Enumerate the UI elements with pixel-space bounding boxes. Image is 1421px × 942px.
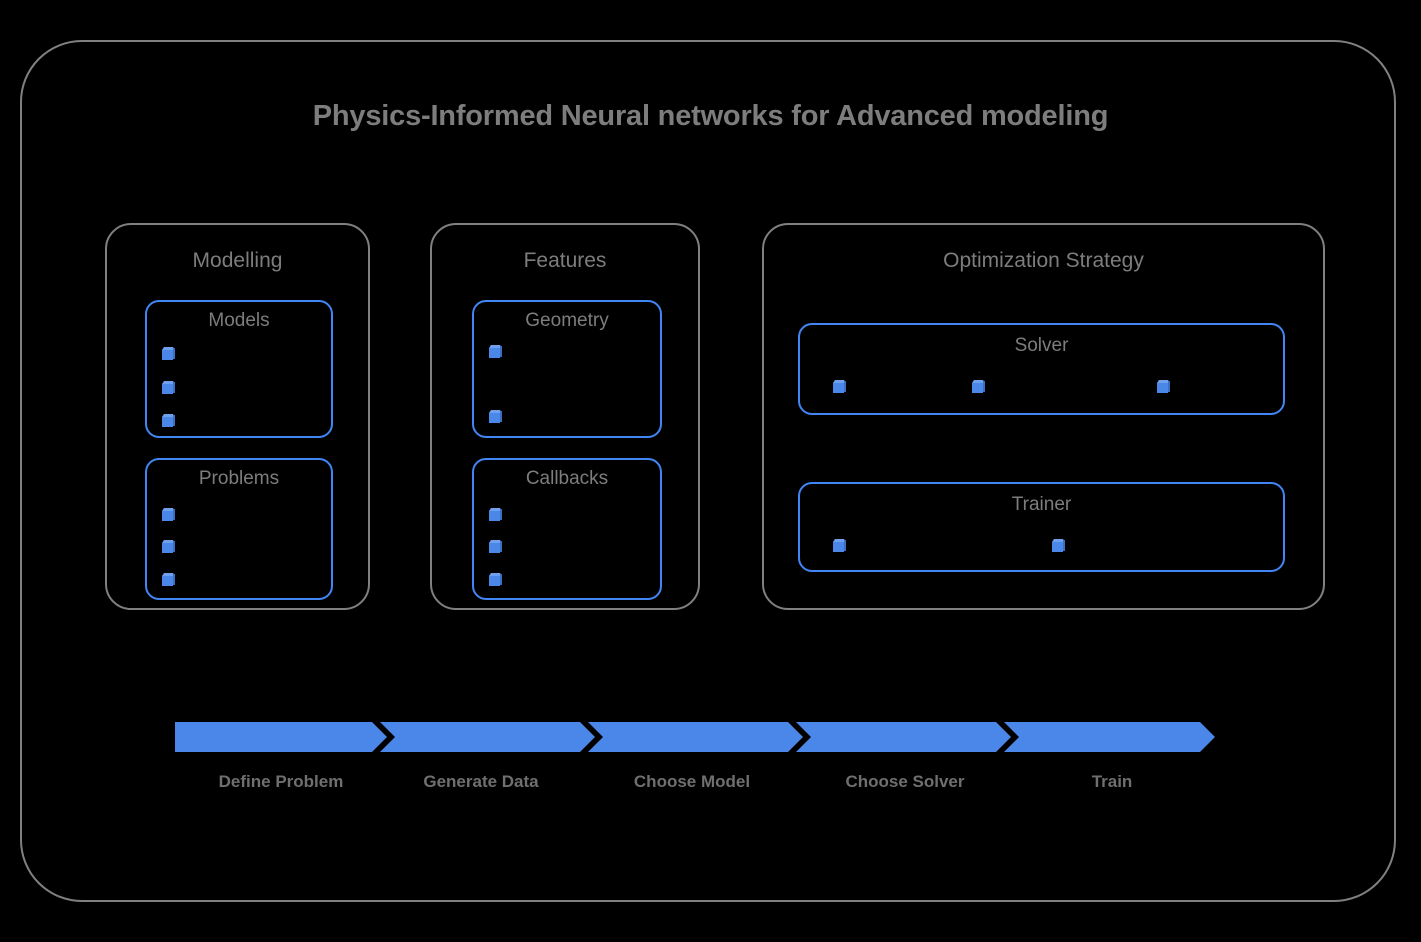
pipeline-arrow-4[interactable]	[796, 722, 1011, 752]
blue-box-title-geometry: Geometry	[525, 310, 609, 331]
group-title-optimization-strategy: Optimization Strategy	[943, 249, 1144, 272]
bullet-cube-icon	[489, 508, 502, 521]
pipeline-arrow-5[interactable]	[1004, 722, 1215, 752]
group-title-features: Features	[523, 249, 607, 272]
bullet-cube-icon	[833, 539, 846, 552]
blue-box-title-trainer: Trainer	[1011, 494, 1072, 515]
blue-box-models[interactable]: Models	[145, 300, 333, 438]
blue-box-problems[interactable]: Problems	[145, 458, 333, 600]
blue-box-geometry[interactable]: Geometry	[472, 300, 662, 438]
bullet-cube-icon	[489, 345, 502, 358]
pipeline-label-choose-model: Choose Model	[633, 772, 751, 791]
pipeline-label-generate-data: Generate Data	[423, 772, 539, 791]
group-panel-features: Features	[430, 223, 700, 610]
pipeline-label-define-problem: Define Problem	[218, 772, 344, 791]
bullet-cube-icon	[162, 347, 175, 360]
blue-box-callbacks[interactable]: Callbacks	[472, 458, 662, 600]
bullet-cube-icon	[833, 380, 846, 393]
bullet-cube-icon	[1052, 539, 1065, 552]
blue-box-title-callbacks: Callbacks	[525, 468, 609, 489]
pipeline-arrow-3[interactable]	[588, 722, 803, 752]
blue-box-title-solver: Solver	[1014, 335, 1069, 356]
bullet-cube-icon	[489, 540, 502, 553]
bullet-cube-icon	[162, 540, 175, 553]
bullet-cube-icon	[162, 414, 175, 427]
group-panel-modelling: Modelling	[105, 223, 370, 610]
group-panel-optimization-strategy: Optimization Strategy	[762, 223, 1325, 610]
blue-box-title-problems: Problems	[198, 468, 280, 489]
group-title-modelling: Modelling	[192, 249, 283, 272]
pipeline-arrow-band	[175, 722, 1215, 752]
bullet-cube-icon	[162, 381, 175, 394]
bullet-cube-icon	[489, 410, 502, 423]
bullet-cube-icon	[489, 573, 502, 586]
pipeline-label-choose-solver: Choose Solver	[845, 772, 965, 791]
outer-frame	[20, 40, 1396, 902]
blue-box-solver[interactable]: Solver	[798, 323, 1285, 415]
pipeline-arrow-2[interactable]	[380, 722, 595, 752]
blue-box-trainer[interactable]: Trainer	[798, 482, 1285, 572]
pipeline-label-train: Train	[1091, 772, 1133, 791]
blue-box-title-models: Models	[208, 310, 270, 331]
bullet-cube-icon	[162, 573, 175, 586]
bullet-cube-icon	[162, 508, 175, 521]
bullet-cube-icon	[1157, 380, 1170, 393]
bullet-cube-icon	[972, 380, 985, 393]
page-title: Physics-Informed Neural networks for Adv…	[312, 100, 1109, 132]
pipeline-arrow-1[interactable]	[175, 722, 387, 752]
